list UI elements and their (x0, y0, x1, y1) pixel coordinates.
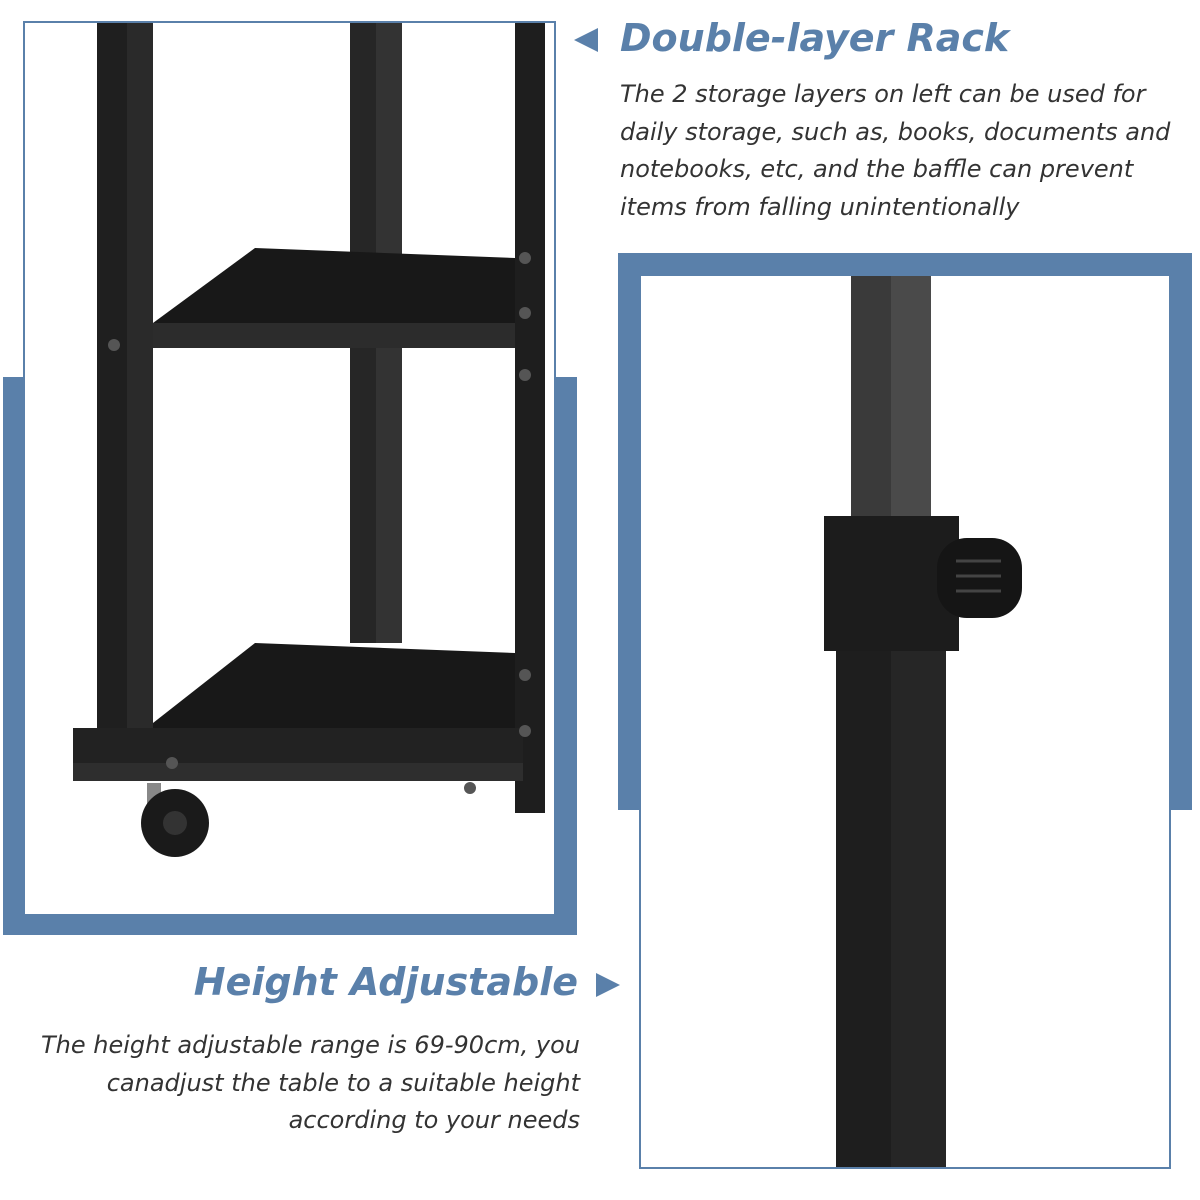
height-desc-line: according to your needs (288, 1106, 580, 1134)
triangle-left-icon (574, 28, 598, 52)
rack-image-frame (23, 21, 556, 916)
height-description: The height adjustable range is 69-90cm, … (0, 1027, 580, 1140)
pole-photo (824, 276, 1022, 1167)
rack-desc-line: items from falling unintentionally (620, 192, 1020, 221)
pole-image-frame (639, 274, 1171, 1169)
height-desc-line: canadjust the table to a suitable height (106, 1068, 580, 1097)
rack-desc-line: daily storage, such as, books, documents… (620, 117, 1171, 146)
rack-title: Double-layer Rack (620, 16, 1010, 60)
rack-photo (73, 23, 545, 857)
triangle-right-icon (596, 973, 620, 997)
height-title: Height Adjustable (193, 960, 578, 1004)
rack-desc-line: The 2 storage layers on left can be used… (620, 80, 1146, 108)
height-desc-line: The height adjustable range is 69-90cm, … (40, 1031, 580, 1059)
rack-description: The 2 storage layers on left can be used… (620, 76, 1200, 226)
rack-desc-line: notebooks, etc, and the baffle can preve… (620, 155, 1134, 183)
